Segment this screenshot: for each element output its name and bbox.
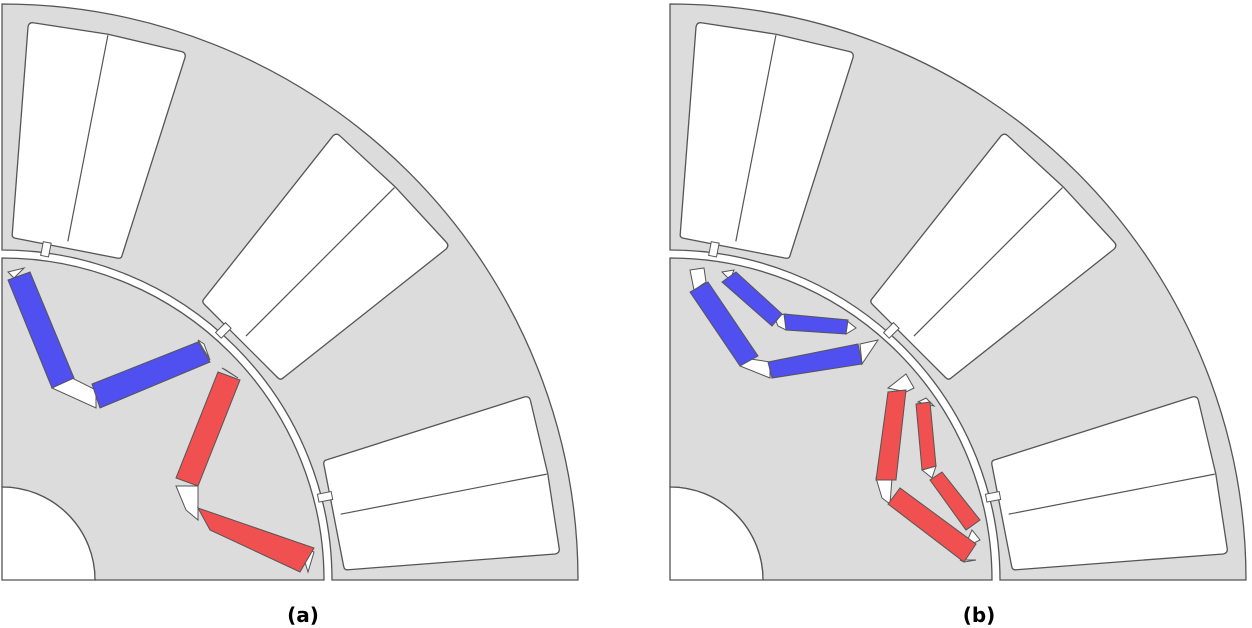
- panel-a-single-v-rotor: (a): [0, 3, 579, 627]
- magnet-south: [875, 389, 907, 481]
- shaft-bore: [669, 486, 764, 581]
- flux-barrier: [859, 339, 880, 366]
- panel-a-caption: (a): [287, 603, 319, 627]
- flux-barrier: [197, 339, 211, 361]
- magnet-south: [915, 401, 937, 471]
- magnet-north: [721, 271, 783, 327]
- magnet-south: [196, 507, 315, 573]
- magnet-north: [91, 341, 211, 409]
- magnet-north: [7, 271, 75, 389]
- flux-barrier: [221, 367, 239, 379]
- panel-b-caption: (b): [963, 603, 996, 627]
- magnet-north: [783, 313, 849, 335]
- magnet-north: [689, 281, 759, 367]
- flux-barrier: [175, 485, 199, 522]
- flux-barrier: [689, 267, 707, 291]
- magnet-south: [929, 471, 981, 531]
- magnet-south: [887, 487, 977, 563]
- shaft-bore: [1, 486, 96, 581]
- flux-barrier: [7, 267, 26, 279]
- magnet-north: [767, 343, 863, 379]
- panel-b-double-v-rotor: (b): [653, 3, 1247, 627]
- magnet-south: [175, 371, 241, 487]
